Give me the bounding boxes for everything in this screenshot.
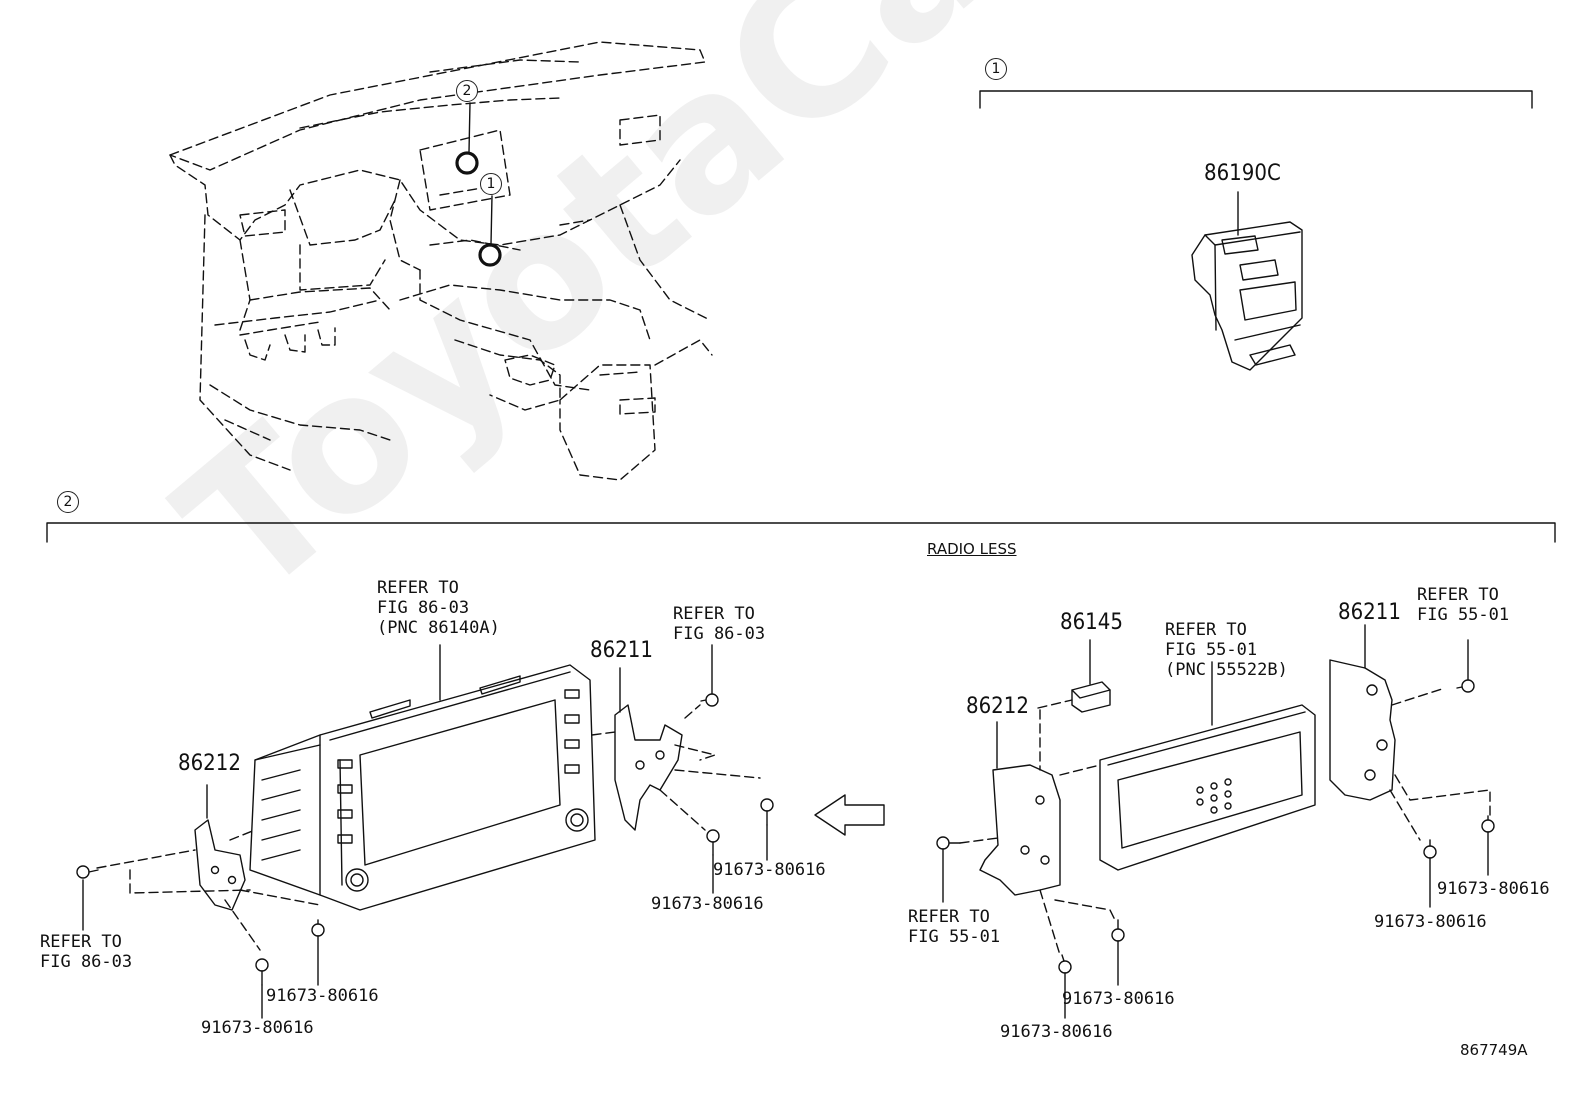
callout-2-overview: 2 [456,80,478,102]
refer-line: FIG 86-03 [377,598,470,618]
refer-screw-left-left: REFER TO FIG 86-03 [40,932,132,972]
bolt-label-left-c: 91673-80616 [266,986,379,1006]
refer-line: REFER TO [1417,585,1499,605]
refer-display-left: REFER TO FIG 86-03 (PNC 86140A) [377,578,500,638]
bolt-label-left-b: 91673-80616 [651,894,764,914]
refer-line: FIG 55-01 [908,927,1001,947]
bracket-86212-right [979,764,1061,896]
dashboard-overview [169,41,713,481]
marker-display-location [455,151,479,175]
caption-radio-less: RADIO LESS [927,540,1017,558]
refer-screw-left-right: REFER TO FIG 55-01 [908,907,1000,947]
callout-1-overview: 1 [480,173,502,195]
screws-left [76,693,774,986]
bolt-label-left-a: 91673-80616 [713,860,826,880]
part-label-86211-right: 86211 [1338,600,1401,625]
part-label-86190C: 86190C [1204,161,1281,186]
part-label-86212-left: 86212 [178,751,241,776]
refer-line: (PNC 86140A) [377,618,500,638]
bolt-label-right-a: 91673-80616 [1437,879,1550,899]
refer-line: FIG 86-03 [673,624,766,644]
refer-line: REFER TO [40,932,122,952]
screws-right [936,679,1495,974]
refer-line: (PNC 55522B) [1165,660,1288,680]
part-label-86211-left: 86211 [590,638,653,663]
relay-86145 [1071,681,1111,713]
marker-switch-location [478,243,502,267]
bracket-86211-left [614,704,683,831]
refer-line: REFER TO [1165,620,1247,640]
display-unit-left [249,664,596,911]
part-label-86145: 86145 [1060,610,1123,635]
part-label-86212-right: 86212 [966,694,1029,719]
bracket-86212-left [194,819,246,911]
refer-line: FIG 55-01 [1417,605,1510,625]
callout-2-section: 2 [57,491,79,513]
bolt-label-right-d: 91673-80616 [1000,1022,1113,1042]
bolt-label-right-c: 91673-80616 [1062,989,1175,1009]
bracket-86211-right [1329,659,1396,801]
switch-86190C [1191,221,1303,371]
bolt-label-left-d: 91673-80616 [201,1018,314,1038]
refer-screw-right-right: REFER TO FIG 55-01 [1417,585,1509,625]
blank-panel [1099,704,1316,871]
diagram-id: 867749A [1460,1041,1528,1059]
refer-panel-right: REFER TO FIG 55-01 (PNC 55522B) [1165,620,1288,680]
callout-1-section: 1 [985,58,1007,80]
refer-line: FIG 55-01 [1165,640,1258,660]
refer-screw-right-left: REFER TO FIG 86-03 [673,604,765,644]
bolt-label-right-b: 91673-80616 [1374,912,1487,932]
refer-line: FIG 86-03 [40,952,133,972]
arrow-left [814,794,885,836]
refer-line: REFER TO [673,604,755,624]
refer-line: REFER TO [377,578,459,598]
refer-line: REFER TO [908,907,990,927]
